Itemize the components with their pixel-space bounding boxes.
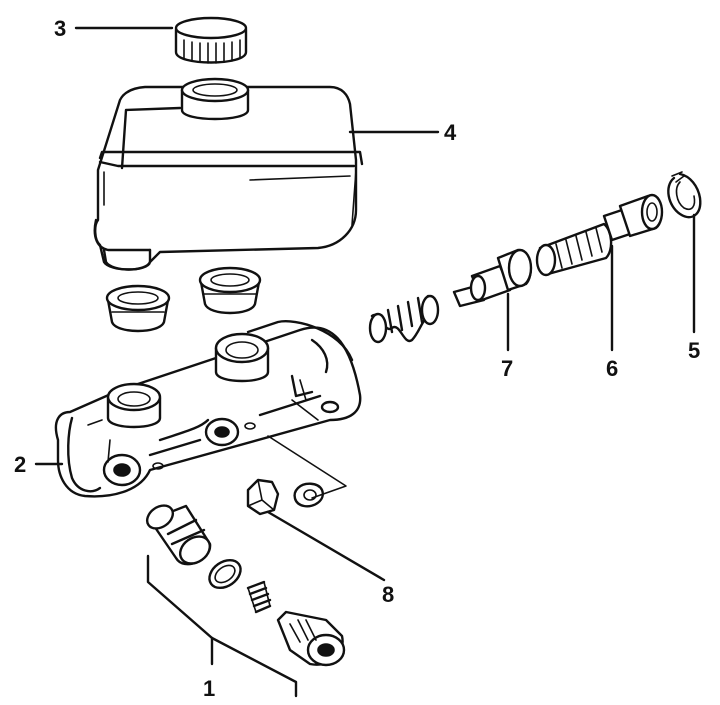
alignment-lines bbox=[267, 399, 347, 499]
reservoir-grommet-right bbox=[198, 266, 262, 315]
callout-6: 6 bbox=[606, 356, 618, 381]
valve-spring bbox=[246, 580, 272, 614]
callout-8: 8 bbox=[382, 582, 394, 607]
valve-piston bbox=[276, 610, 346, 667]
callout-5: 5 bbox=[688, 338, 700, 363]
return-spring bbox=[368, 294, 440, 344]
callout-labels: 1 2 3 4 5 6 7 8 bbox=[14, 16, 700, 701]
callout-3: 3 bbox=[54, 16, 66, 41]
callout-1: 1 bbox=[203, 676, 215, 701]
leader-lines bbox=[34, 26, 696, 698]
callout-4: 4 bbox=[444, 120, 457, 145]
circlip bbox=[667, 171, 702, 219]
valve-seal-ring bbox=[208, 558, 242, 590]
reservoir-cap bbox=[174, 16, 248, 64]
master-cylinder-body bbox=[54, 320, 362, 498]
nut-and-washer bbox=[246, 478, 324, 516]
pressure-valve-housing bbox=[145, 504, 212, 566]
secondary-piston bbox=[452, 248, 533, 308]
fluid-reservoir bbox=[93, 77, 364, 271]
primary-piston bbox=[535, 193, 664, 277]
callout-2: 2 bbox=[14, 452, 26, 477]
callout-7: 7 bbox=[501, 356, 513, 381]
reservoir-grommet-left bbox=[105, 284, 171, 333]
